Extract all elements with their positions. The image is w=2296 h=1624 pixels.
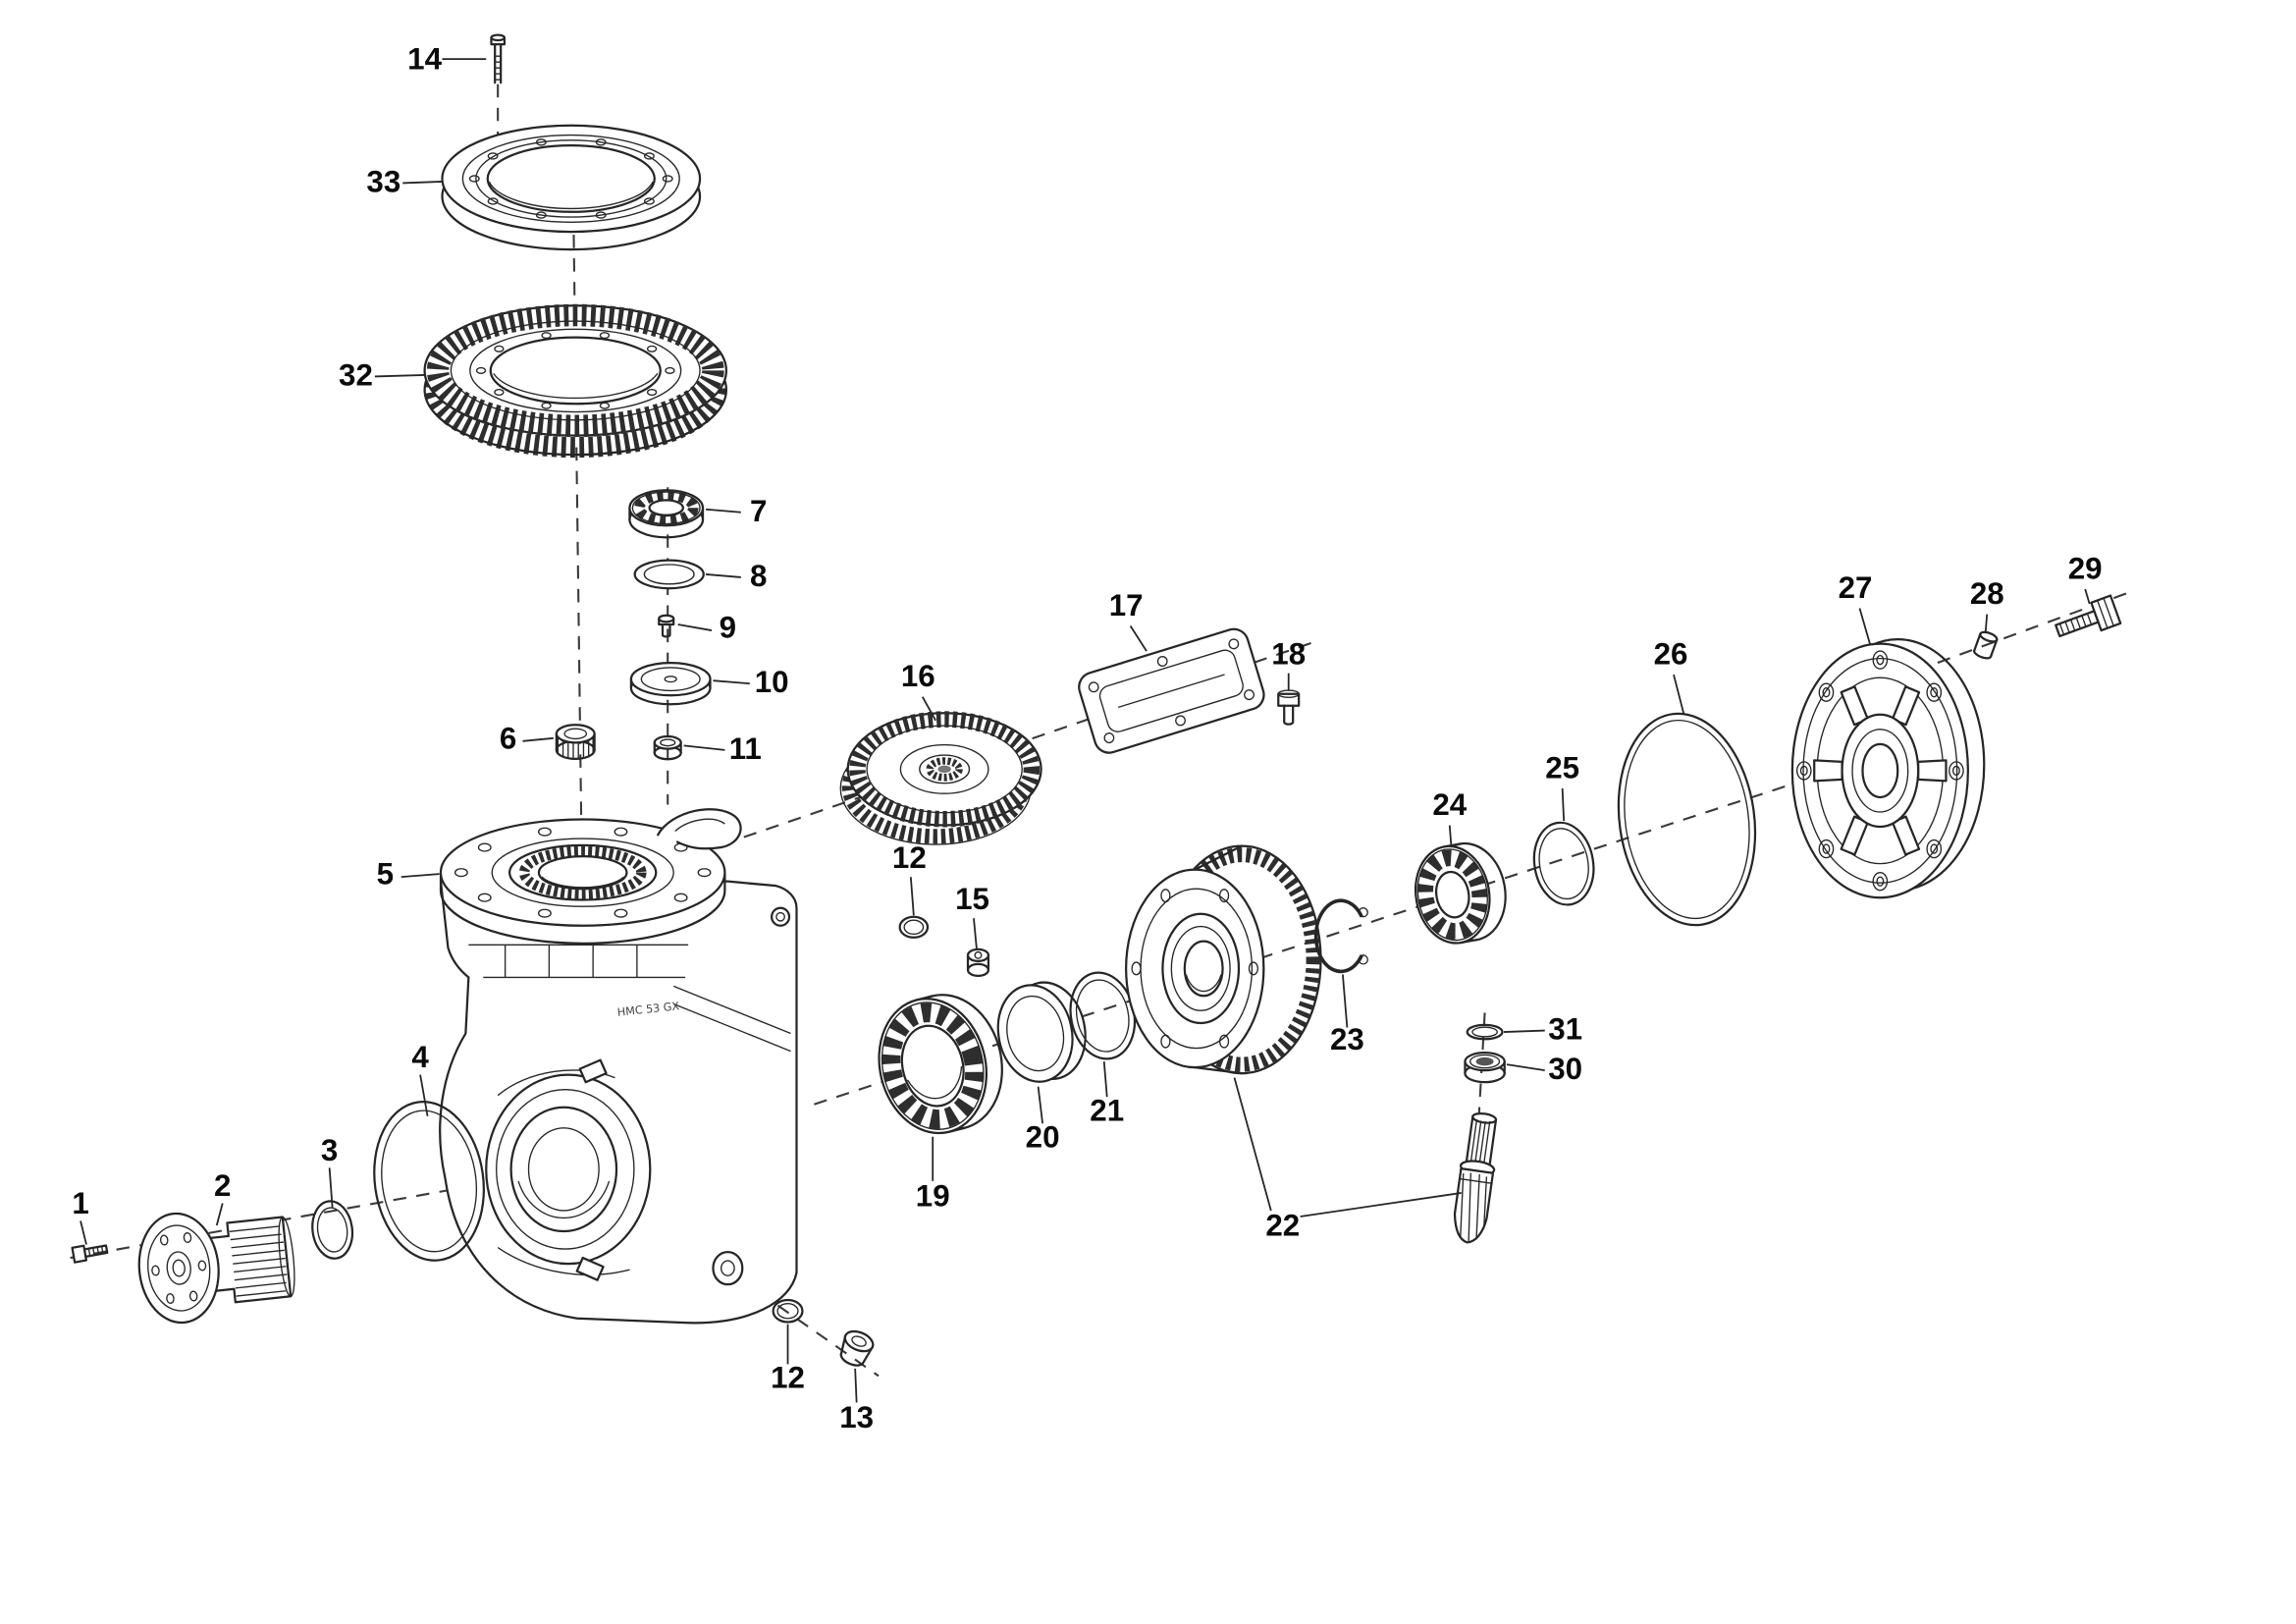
- part-4-large-seal-ring: [373, 1101, 485, 1262]
- part-33-bolt-holes: [468, 138, 673, 219]
- callout-9: 9: [720, 610, 736, 644]
- callout-16: 16: [901, 659, 935, 693]
- part-26-large-o-ring: [1617, 712, 1757, 927]
- callout-18: 18: [1271, 637, 1306, 672]
- callout-20: 20: [1026, 1119, 1060, 1154]
- callout-5: 5: [377, 857, 394, 892]
- part-30-small-bearing: [1464, 1051, 1506, 1084]
- callout-7: 7: [750, 494, 767, 528]
- callout-19: 19: [916, 1178, 950, 1213]
- part-12-o-ring-upper: [898, 915, 930, 939]
- part-17-gasket: [1078, 627, 1265, 754]
- part-32-bolt-holes: [475, 332, 675, 409]
- callout-14: 14: [407, 42, 442, 77]
- callout-4: 4: [411, 1040, 429, 1074]
- part-11-lock-nut: [653, 734, 682, 761]
- part-27-spokes: [1813, 685, 1948, 856]
- part-2-input-flange-shaft: [137, 1212, 295, 1325]
- callout-3: 3: [321, 1133, 338, 1167]
- callout-24: 24: [1432, 787, 1467, 822]
- callout-13: 13: [839, 1400, 874, 1435]
- part-9-screw: [658, 614, 675, 638]
- callout-33: 33: [366, 164, 400, 198]
- callout-29: 29: [2068, 551, 2103, 585]
- part-25-o-ring: [1532, 821, 1595, 906]
- callout-30: 30: [1548, 1052, 1582, 1086]
- callout-22: 22: [1265, 1208, 1300, 1242]
- callout-26: 26: [1654, 637, 1688, 672]
- callout-32: 32: [339, 357, 373, 392]
- part-22-pinion-shaft: [1453, 1111, 1498, 1244]
- callout-6: 6: [500, 721, 516, 755]
- part-6-knurled-nut: [555, 724, 596, 760]
- callout-1: 1: [72, 1186, 88, 1220]
- callout-11: 11: [729, 731, 762, 766]
- part-19-roller-bearing: [878, 994, 1003, 1135]
- callout-10: 10: [755, 665, 789, 699]
- callout-2: 2: [214, 1168, 231, 1203]
- part-22-drum-gear: [1125, 844, 1322, 1075]
- callout-leader-lines: [80, 58, 2091, 1403]
- part-12-o-ring-lower: [772, 1298, 804, 1324]
- callout-12-upper: 12: [892, 840, 927, 875]
- callout-31: 31: [1548, 1011, 1582, 1046]
- callout-labels: 1 2 3 4 5 6 7 8 9 10 11 12 12 13 14 15 1…: [72, 42, 2102, 1435]
- part-32-ring-gear: [423, 303, 728, 459]
- part-5-housing: HMC 53 GX: [439, 808, 798, 1325]
- callout-27: 27: [1839, 570, 1873, 605]
- part-3-small-ring: [311, 1200, 354, 1260]
- callout-21: 21: [1090, 1093, 1124, 1127]
- part-20-spacer-ring: [996, 981, 1087, 1083]
- part-10-disc-washer: [629, 662, 712, 706]
- callout-28: 28: [1970, 576, 2004, 611]
- part-33-bearing-ring: [441, 124, 702, 251]
- part-31-snap-ring: [1466, 1023, 1504, 1041]
- callout-8: 8: [750, 559, 767, 593]
- part-14-pin-bolt: [490, 33, 507, 84]
- part-22-face-holes: [1131, 889, 1259, 1049]
- part-28-spacer-pin: [1973, 630, 1999, 660]
- callout-17: 17: [1109, 588, 1144, 623]
- part-29-bolt: [2055, 594, 2122, 638]
- callout-23: 23: [1330, 1022, 1364, 1056]
- part-7-ball-bearing: [628, 489, 705, 539]
- part-8-seal-ring: [633, 559, 705, 590]
- part-18-bolt: [1277, 689, 1301, 726]
- part-27-cover-flange: [1790, 637, 1986, 899]
- part-16-spur-gear: [839, 711, 1042, 845]
- part-23-circlip: [1313, 898, 1368, 974]
- part-1-bolt: [71, 1244, 109, 1264]
- part-27-bolt-holes: [1795, 650, 1964, 892]
- part-15-plug: [966, 947, 990, 978]
- part-13-drain-plug: [839, 1329, 875, 1367]
- part-24-taper-bearing: [1414, 841, 1507, 945]
- callout-25: 25: [1545, 750, 1579, 785]
- part-2-flange-holes: [151, 1232, 207, 1305]
- callout-12-lower: 12: [771, 1360, 805, 1394]
- callout-15: 15: [955, 882, 989, 916]
